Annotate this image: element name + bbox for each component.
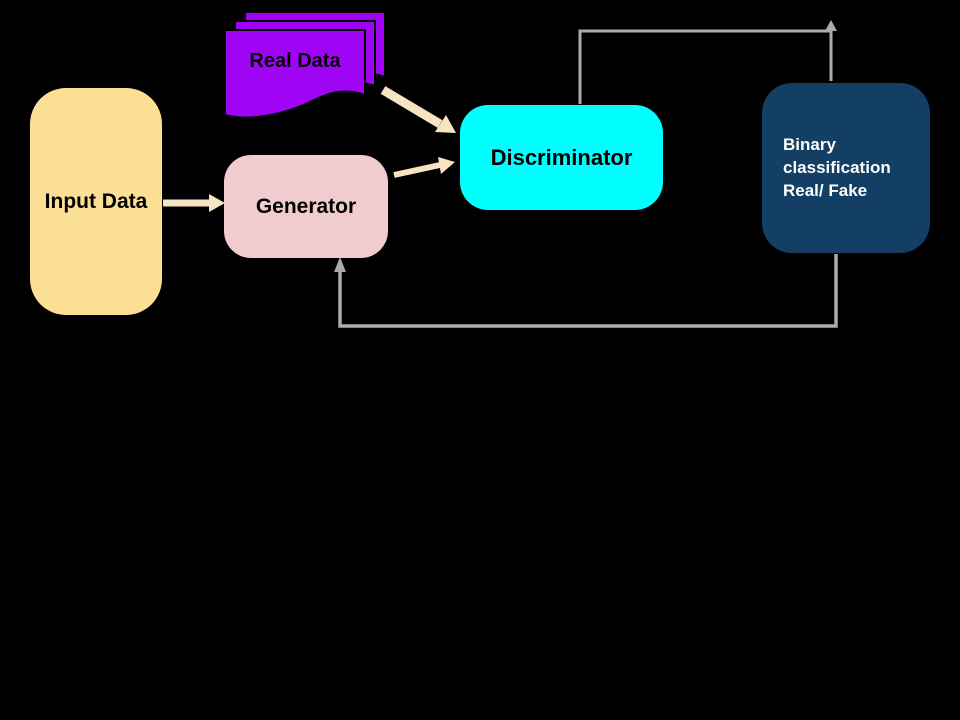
binary-label-line-2: classification bbox=[783, 158, 891, 177]
node-discriminator: Discriminator bbox=[460, 105, 663, 210]
node-input-data: Input Data bbox=[30, 88, 162, 315]
generator-label: Generator bbox=[255, 194, 357, 218]
discriminator-label: Discriminator bbox=[490, 144, 633, 170]
binary-label-line-1: Binary bbox=[783, 135, 836, 154]
node-generator: Generator bbox=[224, 155, 388, 258]
arrow-input-to-generator bbox=[163, 194, 225, 212]
document-front-icon bbox=[224, 29, 366, 119]
arrow-realdata-to-discriminator bbox=[380, 86, 456, 133]
binary-label-line-3: Real/ Fake bbox=[783, 181, 868, 200]
input-data-label: Input Data bbox=[44, 189, 148, 213]
arrow-generator-to-discriminator bbox=[393, 157, 455, 178]
binary-classification-label: Binary classification Real/ Fake bbox=[783, 133, 891, 202]
connector-binary-feedback-to-generator bbox=[334, 254, 838, 328]
node-binary-classification: Binary classification Real/ Fake bbox=[762, 83, 930, 253]
real-data-label: Real Data bbox=[249, 50, 341, 72]
